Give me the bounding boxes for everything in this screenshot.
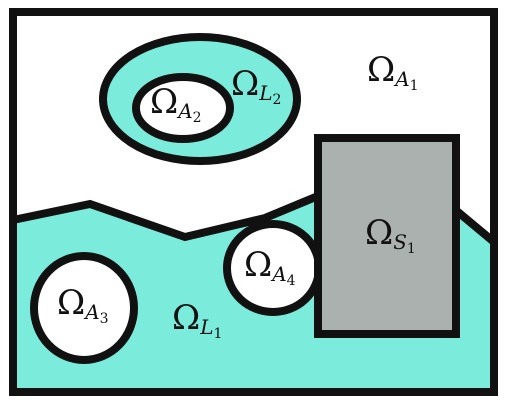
- label-omega-s1: ΩS1: [365, 213, 416, 257]
- outer-domain-border: [9, 8, 498, 396]
- label-omega-l1: ΩL1: [172, 298, 222, 342]
- solid-region-s1: [314, 134, 460, 338]
- label-omega-a3: ΩA3: [57, 283, 109, 327]
- label-omega-a2: ΩA2: [150, 82, 202, 126]
- label-omega-a1: ΩA1: [367, 50, 419, 94]
- air-bubble-a3: [30, 252, 138, 364]
- label-omega-l2: ΩL2: [231, 64, 281, 108]
- label-omega-a4: ΩA4: [244, 245, 296, 289]
- air-bubble-a2: [132, 73, 234, 143]
